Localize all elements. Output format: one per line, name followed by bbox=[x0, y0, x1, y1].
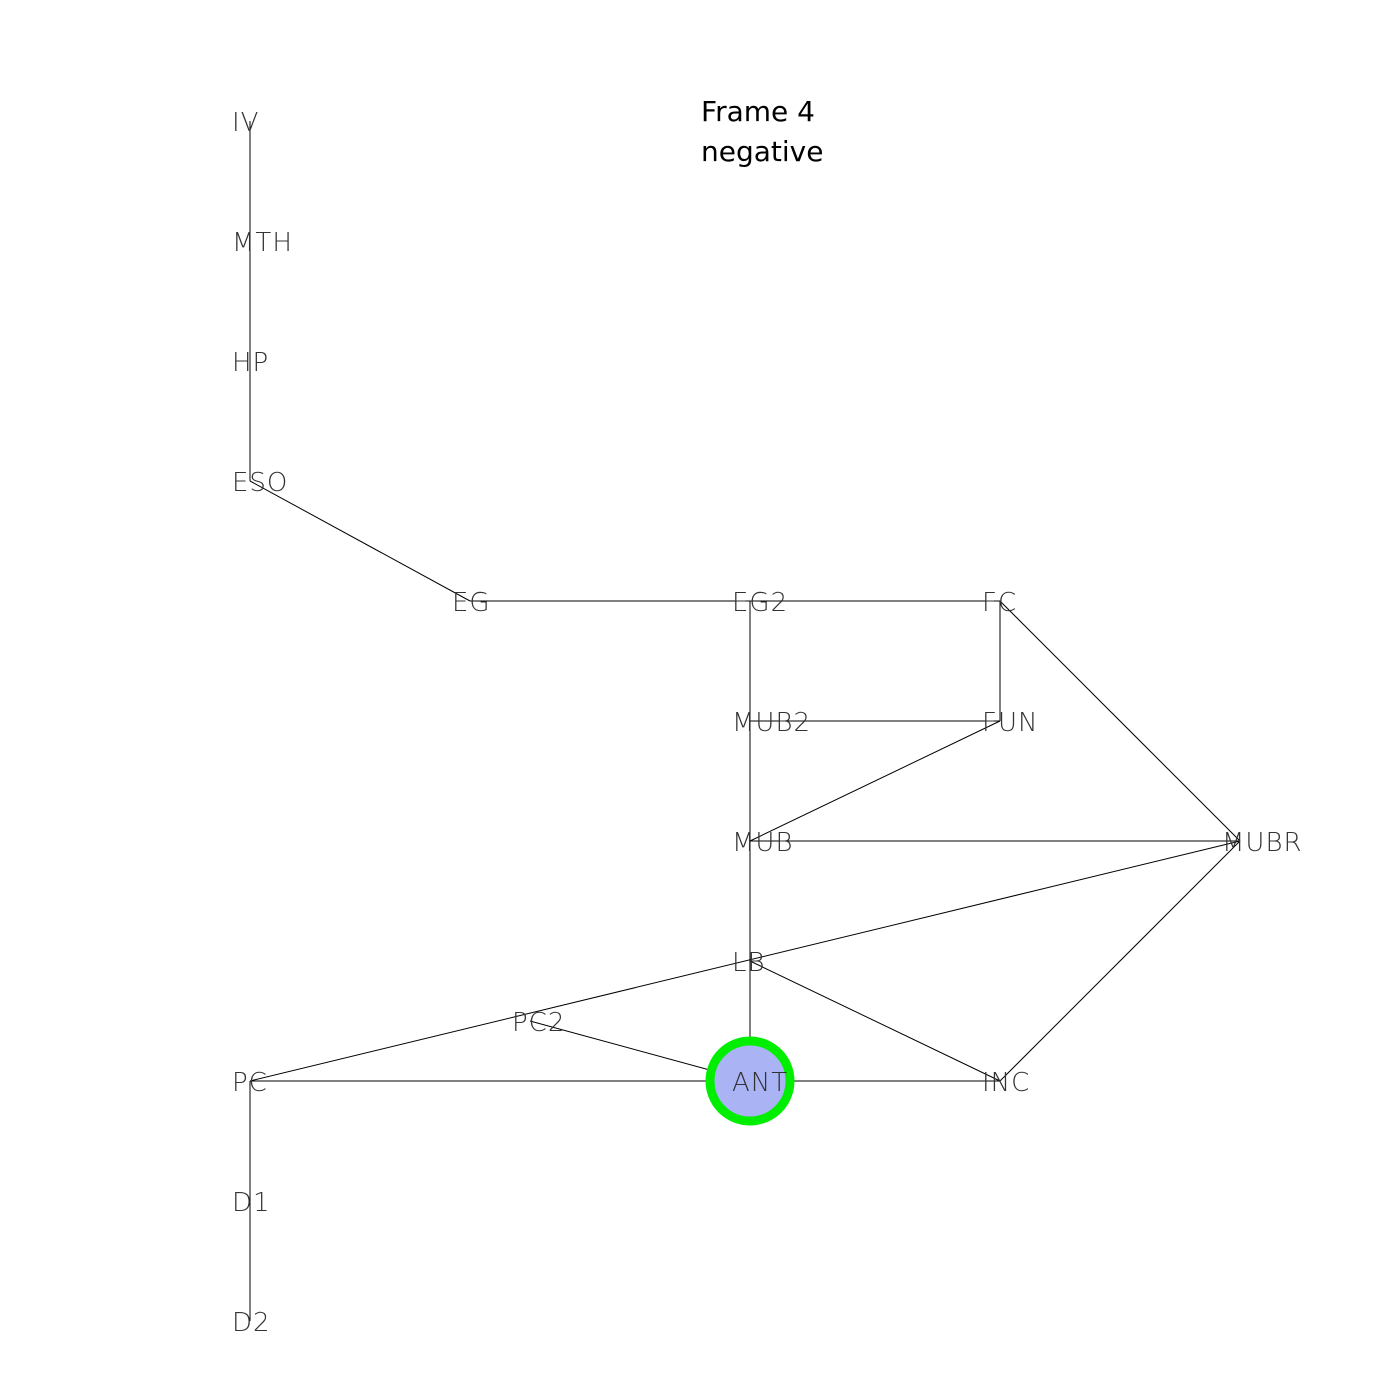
edge-mubr-inc bbox=[999, 840, 1241, 1082]
node-d2: D2 bbox=[232, 1308, 271, 1338]
node-iv: IV bbox=[232, 108, 259, 138]
node-mub: MUB bbox=[732, 828, 794, 858]
highlight-group bbox=[705, 1036, 795, 1126]
node-fun: FUN bbox=[982, 708, 1038, 738]
node-lb: LB bbox=[732, 948, 766, 978]
node-fc: FC bbox=[982, 588, 1017, 618]
diagram-subtitle: negative bbox=[701, 135, 823, 168]
node-pc2: PC2 bbox=[512, 1008, 565, 1038]
edge-fun-mub bbox=[749, 720, 1001, 842]
node-d1: D1 bbox=[232, 1188, 271, 1218]
highlighted-node-ring bbox=[705, 1036, 795, 1126]
edge-eso-eg bbox=[249, 480, 471, 602]
node-hp: HP bbox=[232, 348, 269, 378]
edge-mubr-pc bbox=[249, 840, 1241, 1082]
node-ant: ANT bbox=[732, 1068, 788, 1098]
node-pc: PC bbox=[232, 1068, 268, 1098]
node-mth: MTH bbox=[232, 228, 293, 258]
diagram-title: Frame 4 bbox=[701, 95, 815, 128]
node-eg2: EG2 bbox=[732, 588, 788, 618]
node-mub2: MUB2 bbox=[732, 708, 811, 738]
edge-lb-inc bbox=[749, 960, 1001, 1082]
node-eso: ESO bbox=[232, 468, 288, 498]
edge-group bbox=[249, 121, 1241, 1321]
node-inc: INC bbox=[982, 1068, 1030, 1098]
edge-fc-mubr bbox=[999, 600, 1241, 842]
node-eg: EG bbox=[452, 588, 491, 618]
node-mubr: MUBR bbox=[1222, 828, 1303, 858]
